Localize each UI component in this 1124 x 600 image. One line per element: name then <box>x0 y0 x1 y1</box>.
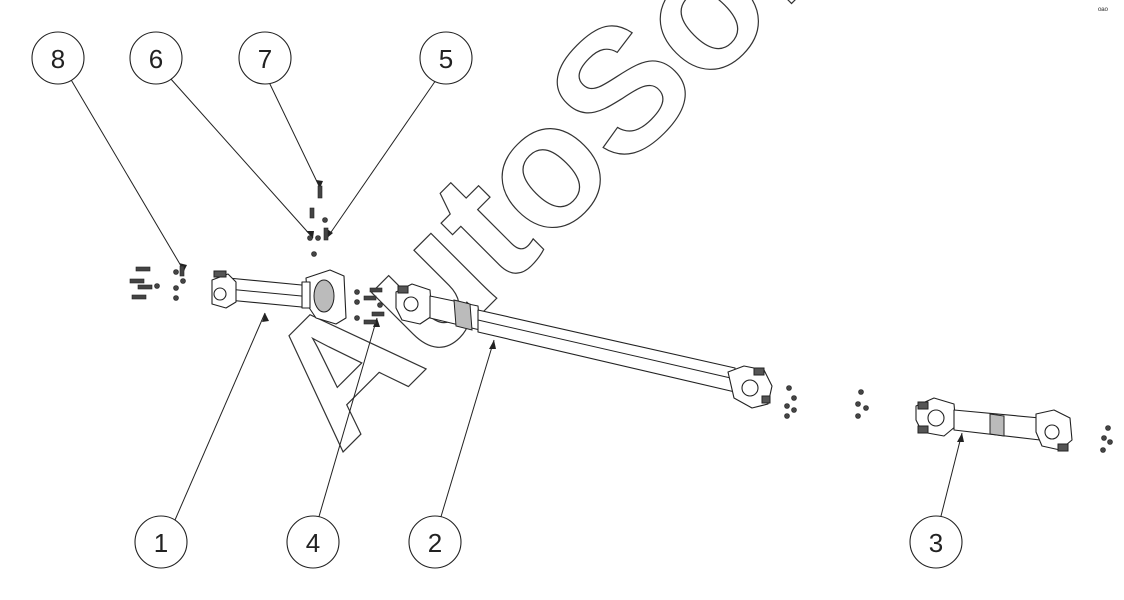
intermediate-shaft-part-2 <box>395 283 773 409</box>
leader-line-4 <box>317 317 378 521</box>
callout-1: 1 <box>134 515 188 569</box>
leader-line-6 <box>169 77 314 239</box>
leader-line-2 <box>439 339 495 521</box>
callout-label-1: 1 <box>154 528 168 558</box>
bearing-bolts-group-5-6-7 <box>307 185 329 257</box>
corner-mark: ºªº <box>1098 6 1109 16</box>
leader-line-7 <box>267 79 321 189</box>
callout-7: 7 <box>238 31 292 85</box>
callout-label-5: 5 <box>439 44 453 74</box>
callout-2: 2 <box>408 515 462 569</box>
callout-label-4: 4 <box>306 528 320 558</box>
callout-label-7: 7 <box>258 44 272 74</box>
callout-3: 3 <box>909 515 963 569</box>
callout-4: 4 <box>286 515 340 569</box>
leader-line-1 <box>174 312 266 521</box>
leader-line-5 <box>326 79 437 239</box>
leader-line-3 <box>939 432 963 521</box>
callout-5: 5 <box>419 31 473 85</box>
bolts-and-nuts-group-8 <box>129 265 186 301</box>
autosoft-watermark: AutoSoft <box>229 0 889 482</box>
front-shaft-part-1 <box>211 269 347 325</box>
leader-line-8 <box>69 77 185 272</box>
callout-label-8: 8 <box>51 44 65 74</box>
flange-bolts-group-4 <box>354 287 385 325</box>
rear-shaft-part-3 <box>915 397 1073 452</box>
callout-label-6: 6 <box>149 44 163 74</box>
callout-label-2: 2 <box>428 528 442 558</box>
callout-label-3: 3 <box>929 528 943 558</box>
callout-6: 6 <box>129 31 183 85</box>
callout-8: 8 <box>31 31 85 85</box>
rear-flange-nuts <box>784 385 1113 453</box>
